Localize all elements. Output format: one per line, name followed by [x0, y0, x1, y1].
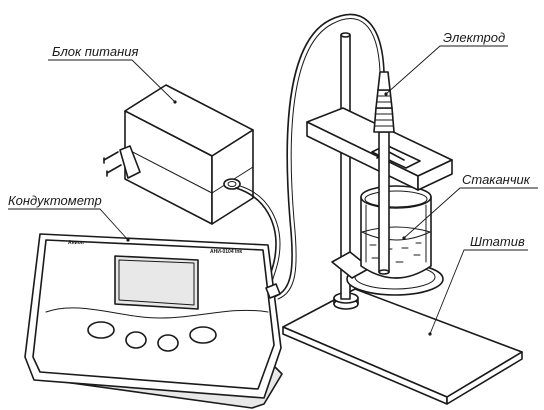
electrode — [373, 71, 395, 275]
leader-beaker — [403, 187, 538, 239]
leader-stand — [429, 249, 528, 335]
label-electrode: Электрод — [443, 30, 505, 45]
leader-dot-conductometer — [126, 238, 130, 242]
leader-dot-beaker — [402, 236, 406, 240]
stand-base — [282, 288, 523, 405]
leader-electrode — [385, 45, 508, 95]
leader-dot-power — [173, 100, 177, 104]
device-brand: Анион — [68, 240, 84, 246]
conductometer — [24, 233, 283, 409]
label-conductometer: Кондуктометр — [8, 193, 102, 208]
label-power-supply: Блок питания — [52, 44, 138, 59]
label-beaker: Стаканчик — [462, 172, 531, 187]
label-stand: Штатив — [470, 234, 525, 249]
electrode-cable — [273, 13, 385, 298]
leader-power-supply — [48, 59, 176, 103]
leader-conductometer — [8, 208, 129, 241]
power-supply — [103, 84, 254, 225]
device-model: АНИ-0104 Ink — [210, 249, 242, 255]
leader-dot-stand — [428, 332, 432, 336]
leader-dot-electrode — [384, 92, 388, 96]
stand-rod — [340, 32, 351, 300]
